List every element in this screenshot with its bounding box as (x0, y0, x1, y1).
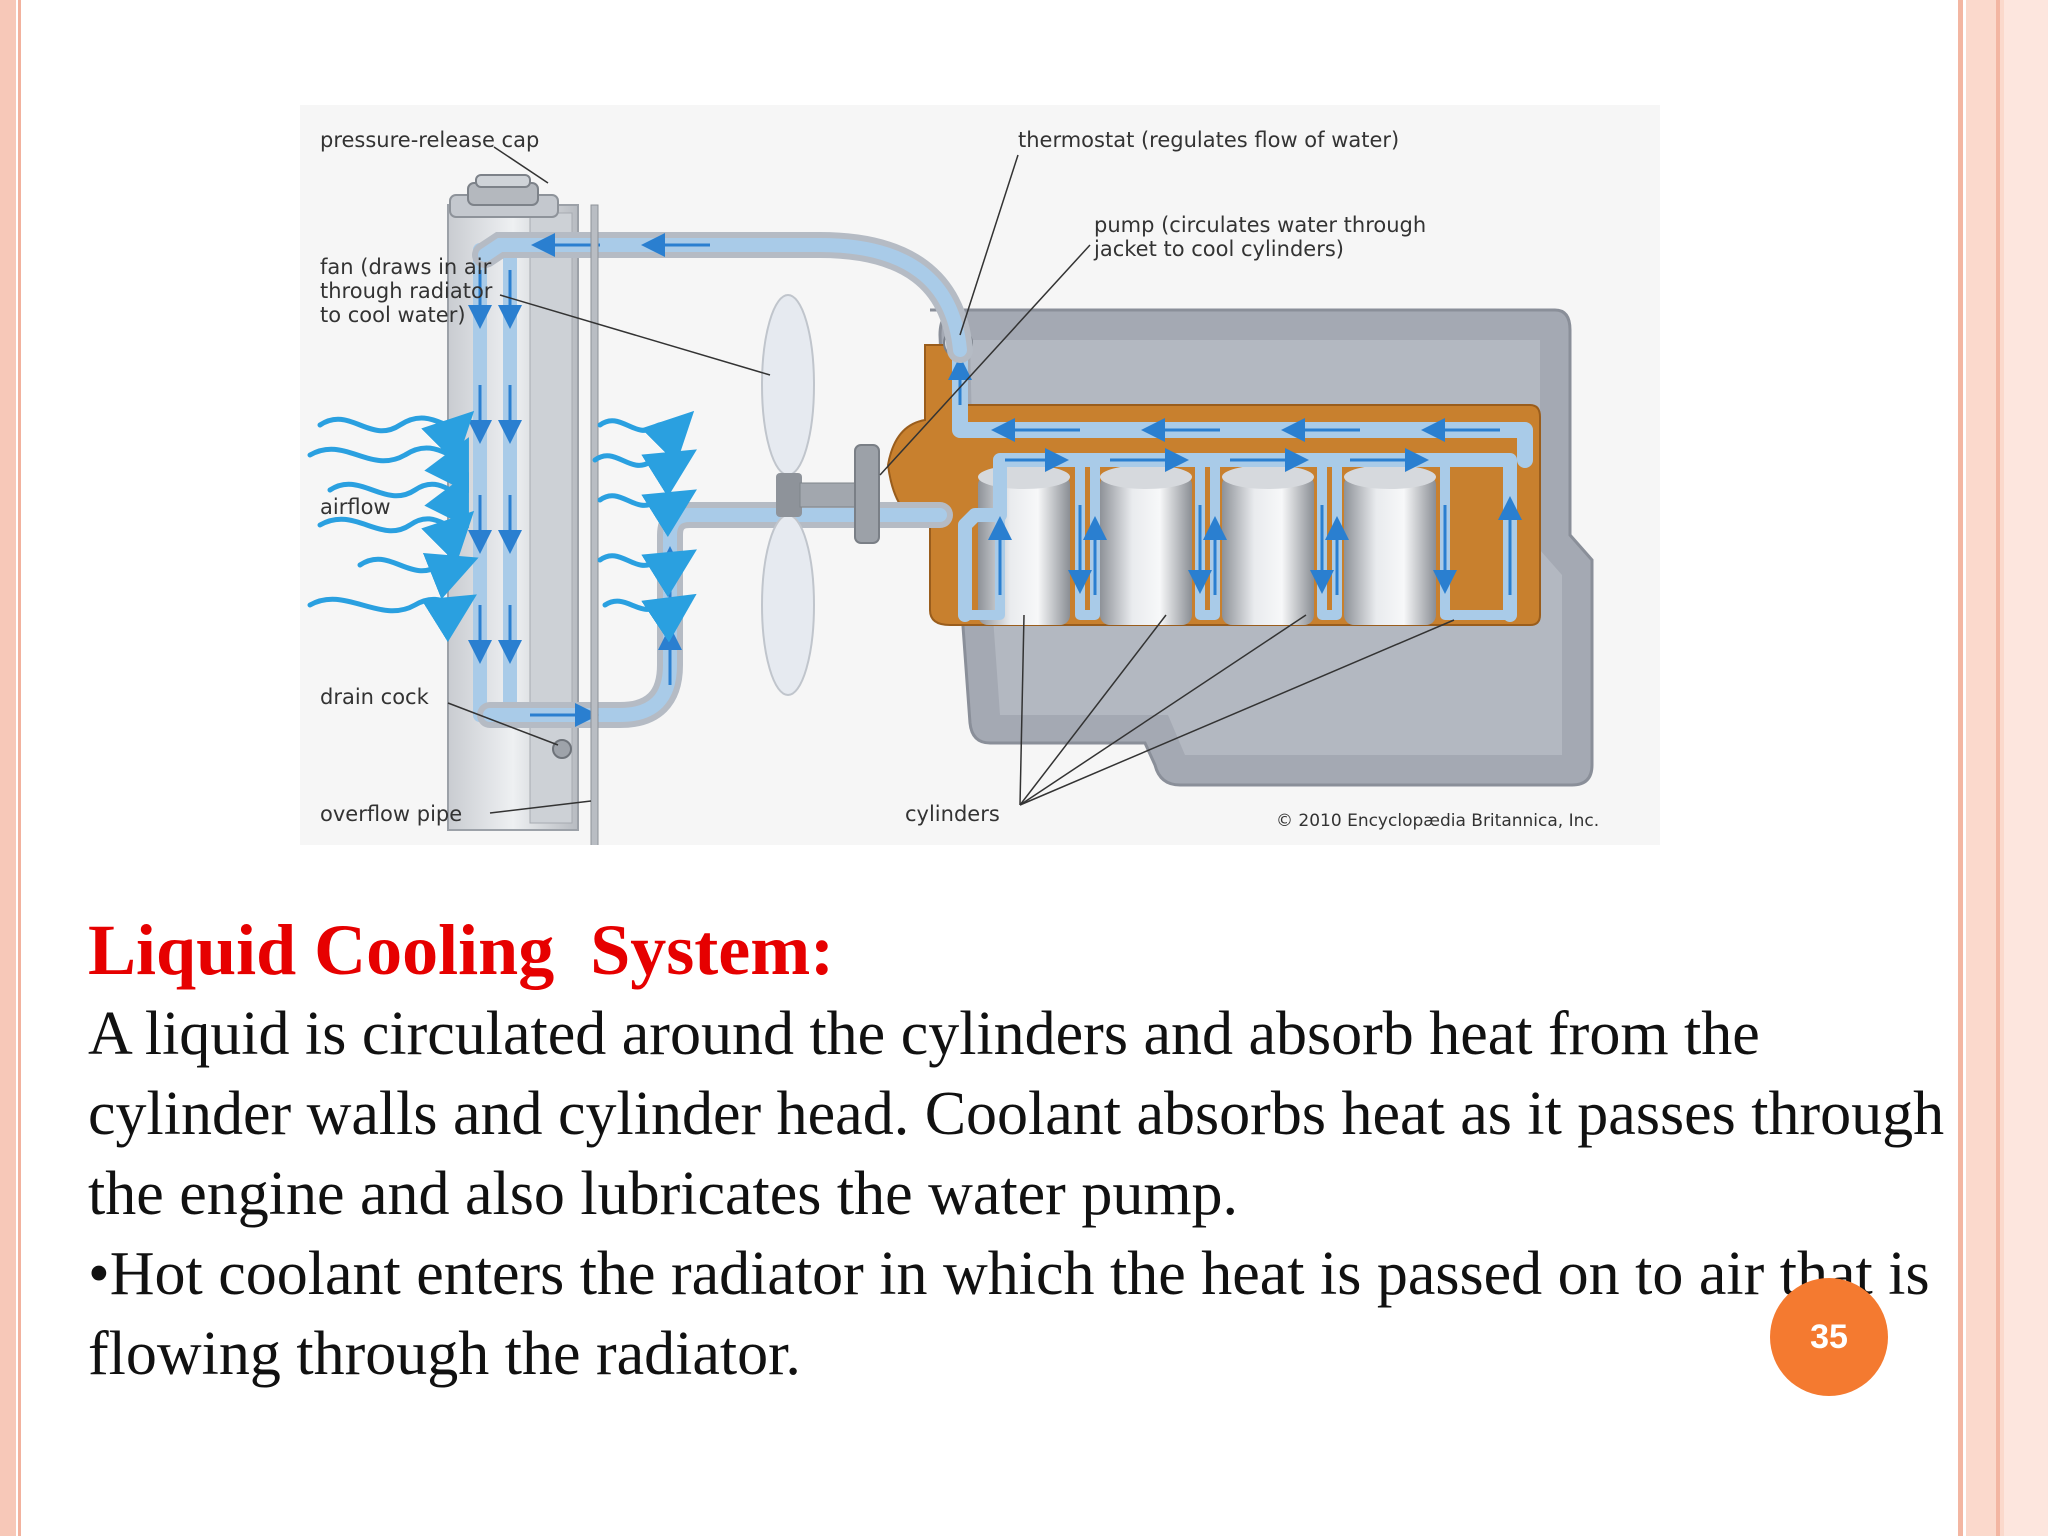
label-airflow: airflow (320, 495, 391, 519)
leader-drain-cock (447, 702, 559, 746)
body-paragraph-1: A liquid is circulated around the cylind… (88, 1000, 1945, 1228)
airflow-arrow-10 (597, 549, 697, 598)
slide-border-right-line-2 (1996, 0, 2000, 1536)
diagram-drawing (307, 146, 1594, 845)
cylinder-4-top (1344, 465, 1436, 489)
airflow-arrow-3 (327, 472, 469, 529)
pressure-release-cap (467, 174, 539, 206)
airflow-arrow-1 (317, 410, 475, 464)
label-pump: pump (circulates water through jacket to… (1094, 213, 1427, 261)
fan (761, 294, 880, 696)
leader-cylinder-1 (1019, 614, 1025, 806)
leader-thermostat (959, 154, 1019, 336)
label-cylinders: cylinders (905, 802, 1000, 826)
engine-flow-arrows (948, 356, 1522, 595)
radiator-fins (529, 212, 573, 824)
radiator-flow-arrows (468, 270, 522, 664)
slide-body: A liquid is circulated around the cylind… (88, 994, 1958, 1394)
leader-fan (499, 294, 771, 376)
cylinder-2 (1100, 475, 1192, 625)
label-overflow-pipe: overflow pipe (320, 802, 463, 826)
slide-border-right-line (1958, 0, 1963, 1536)
cylinder-4 (1344, 475, 1436, 625)
fan-blade-top (761, 294, 815, 476)
cylinder-3 (1222, 475, 1314, 625)
overflow-pipe (590, 204, 599, 845)
label-drain-cock: drain cock (320, 685, 429, 709)
label-pressure-release-cap: pressure-release cap (320, 128, 540, 152)
slide-border-left-line (18, 0, 21, 1536)
airflow-arrows (307, 410, 697, 643)
drain-cock (552, 739, 572, 759)
leader-cylinder-2 (1019, 614, 1167, 806)
airflow-arrow-7 (597, 410, 695, 464)
airflow-arrow-2 (307, 437, 469, 494)
slide-heading: Liquid Cooling System: (88, 910, 835, 990)
label-fan: fan (draws in air through radiator to co… (320, 255, 493, 327)
airflow-arrow-5 (357, 552, 479, 600)
fan-hub (776, 473, 802, 517)
leader-cylinder-4 (1019, 619, 1455, 806)
body-paragraph-2: •Hot coolant enters the radiator in whic… (88, 1240, 1930, 1388)
label-thermostat: thermostat (regulates flow of water) (1018, 128, 1400, 152)
cylinder-3-top (1222, 465, 1314, 489)
pump-pulley (854, 444, 880, 544)
slide-border-left (0, 0, 16, 1536)
leader-lines (447, 146, 1455, 814)
fan-shaft (799, 482, 861, 508)
cap-top (475, 174, 531, 188)
cylinder-1 (978, 475, 1070, 625)
label-copyright: © 2010 Encyclopædia Britannica, Inc. (1276, 811, 1600, 831)
airflow-arrow-8 (592, 449, 697, 498)
cylinder-2-top (1100, 465, 1192, 489)
fan-blade-bottom (761, 514, 815, 696)
airflow-arrow-9 (597, 489, 697, 538)
airflow-arrow-4 (317, 510, 475, 564)
upper-hose-coolant (478, 238, 967, 357)
leader-pressure-cap (493, 146, 549, 184)
leader-pump (879, 244, 1091, 476)
page-number-badge: 35 (1770, 1278, 1888, 1396)
cylinder-loop-1 (960, 455, 1005, 620)
airflow-arrow-6 (307, 594, 477, 643)
slide-border-right-inner (2004, 0, 2048, 1536)
leader-overflow-pipe (489, 800, 592, 814)
airflow-arrow-11 (602, 593, 697, 643)
cooling-system-diagram: pressure-release cap thermostat (regulat… (300, 105, 1660, 845)
cylinder-1-top (978, 465, 1070, 489)
leader-cylinder-3 (1019, 614, 1307, 806)
